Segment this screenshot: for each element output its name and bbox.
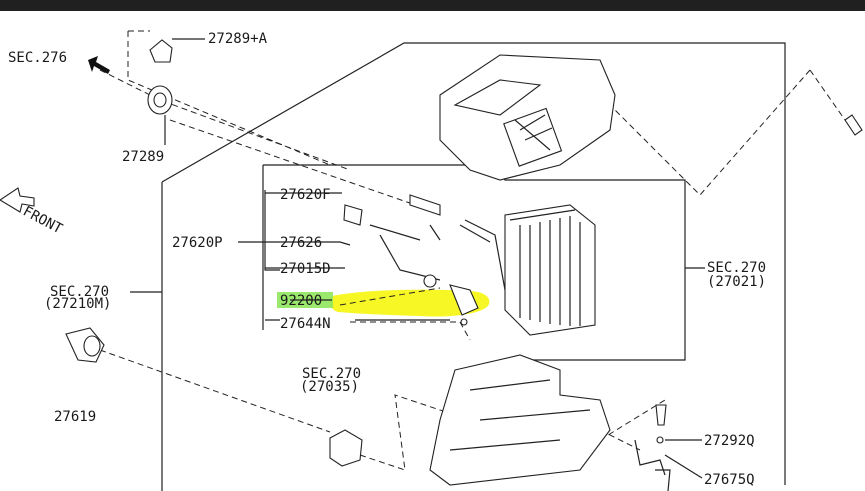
label-27292q: 27292Q xyxy=(704,433,755,449)
front-arrow-icon xyxy=(0,187,35,213)
refrigerant-pipes xyxy=(343,194,506,326)
label-sec270-mid-sub: (27035) xyxy=(300,379,359,395)
actuator-motor xyxy=(329,429,363,467)
label-sec270-mid: SEC.270 xyxy=(302,366,361,382)
screw-top-right xyxy=(844,114,863,136)
label-sec270-left: SEC.270 xyxy=(50,284,109,300)
label-27620f: 27620F xyxy=(280,187,331,203)
label-27289a: 27289+A xyxy=(208,31,268,47)
dash-leader xyxy=(614,69,846,196)
grommet-27289a xyxy=(149,39,173,63)
sec276-arrow-icon xyxy=(88,56,110,74)
label-27619: 27619 xyxy=(54,409,96,425)
leader-line xyxy=(130,38,705,479)
label-sec270-right-sub: (27021) xyxy=(707,274,766,290)
lower-case xyxy=(429,354,611,486)
grommet-27619 xyxy=(65,327,105,363)
screw-27292q xyxy=(655,404,667,444)
label-27015d: 27015D xyxy=(280,261,331,277)
label-27620p: 27620P xyxy=(172,235,223,251)
highlight-marker xyxy=(330,289,490,317)
dash-leader xyxy=(99,30,431,211)
evaporator-core xyxy=(504,204,596,336)
label-27644n: 27644N xyxy=(280,316,331,332)
assembly-frame xyxy=(161,42,786,491)
grommet-27289 xyxy=(147,85,173,115)
dash-leader xyxy=(339,287,471,341)
label-27289: 27289 xyxy=(122,149,164,165)
label-front: FRONT xyxy=(20,203,65,237)
dash-leader xyxy=(99,349,471,471)
blower-unit xyxy=(439,54,616,181)
inner-frame xyxy=(262,164,686,361)
label-27626: 27626 xyxy=(280,235,322,251)
dash-leader xyxy=(599,399,666,451)
label-sec276: SEC.276 xyxy=(8,50,67,66)
window-top-bar xyxy=(0,0,865,11)
label-27675q: 27675Q xyxy=(704,472,755,488)
label-sec270-left-sub: (27210M) xyxy=(44,296,111,312)
label-92200: 92200 xyxy=(280,293,322,309)
label-sec270-right: SEC.270 xyxy=(707,260,766,276)
clip-27675q xyxy=(634,439,671,491)
